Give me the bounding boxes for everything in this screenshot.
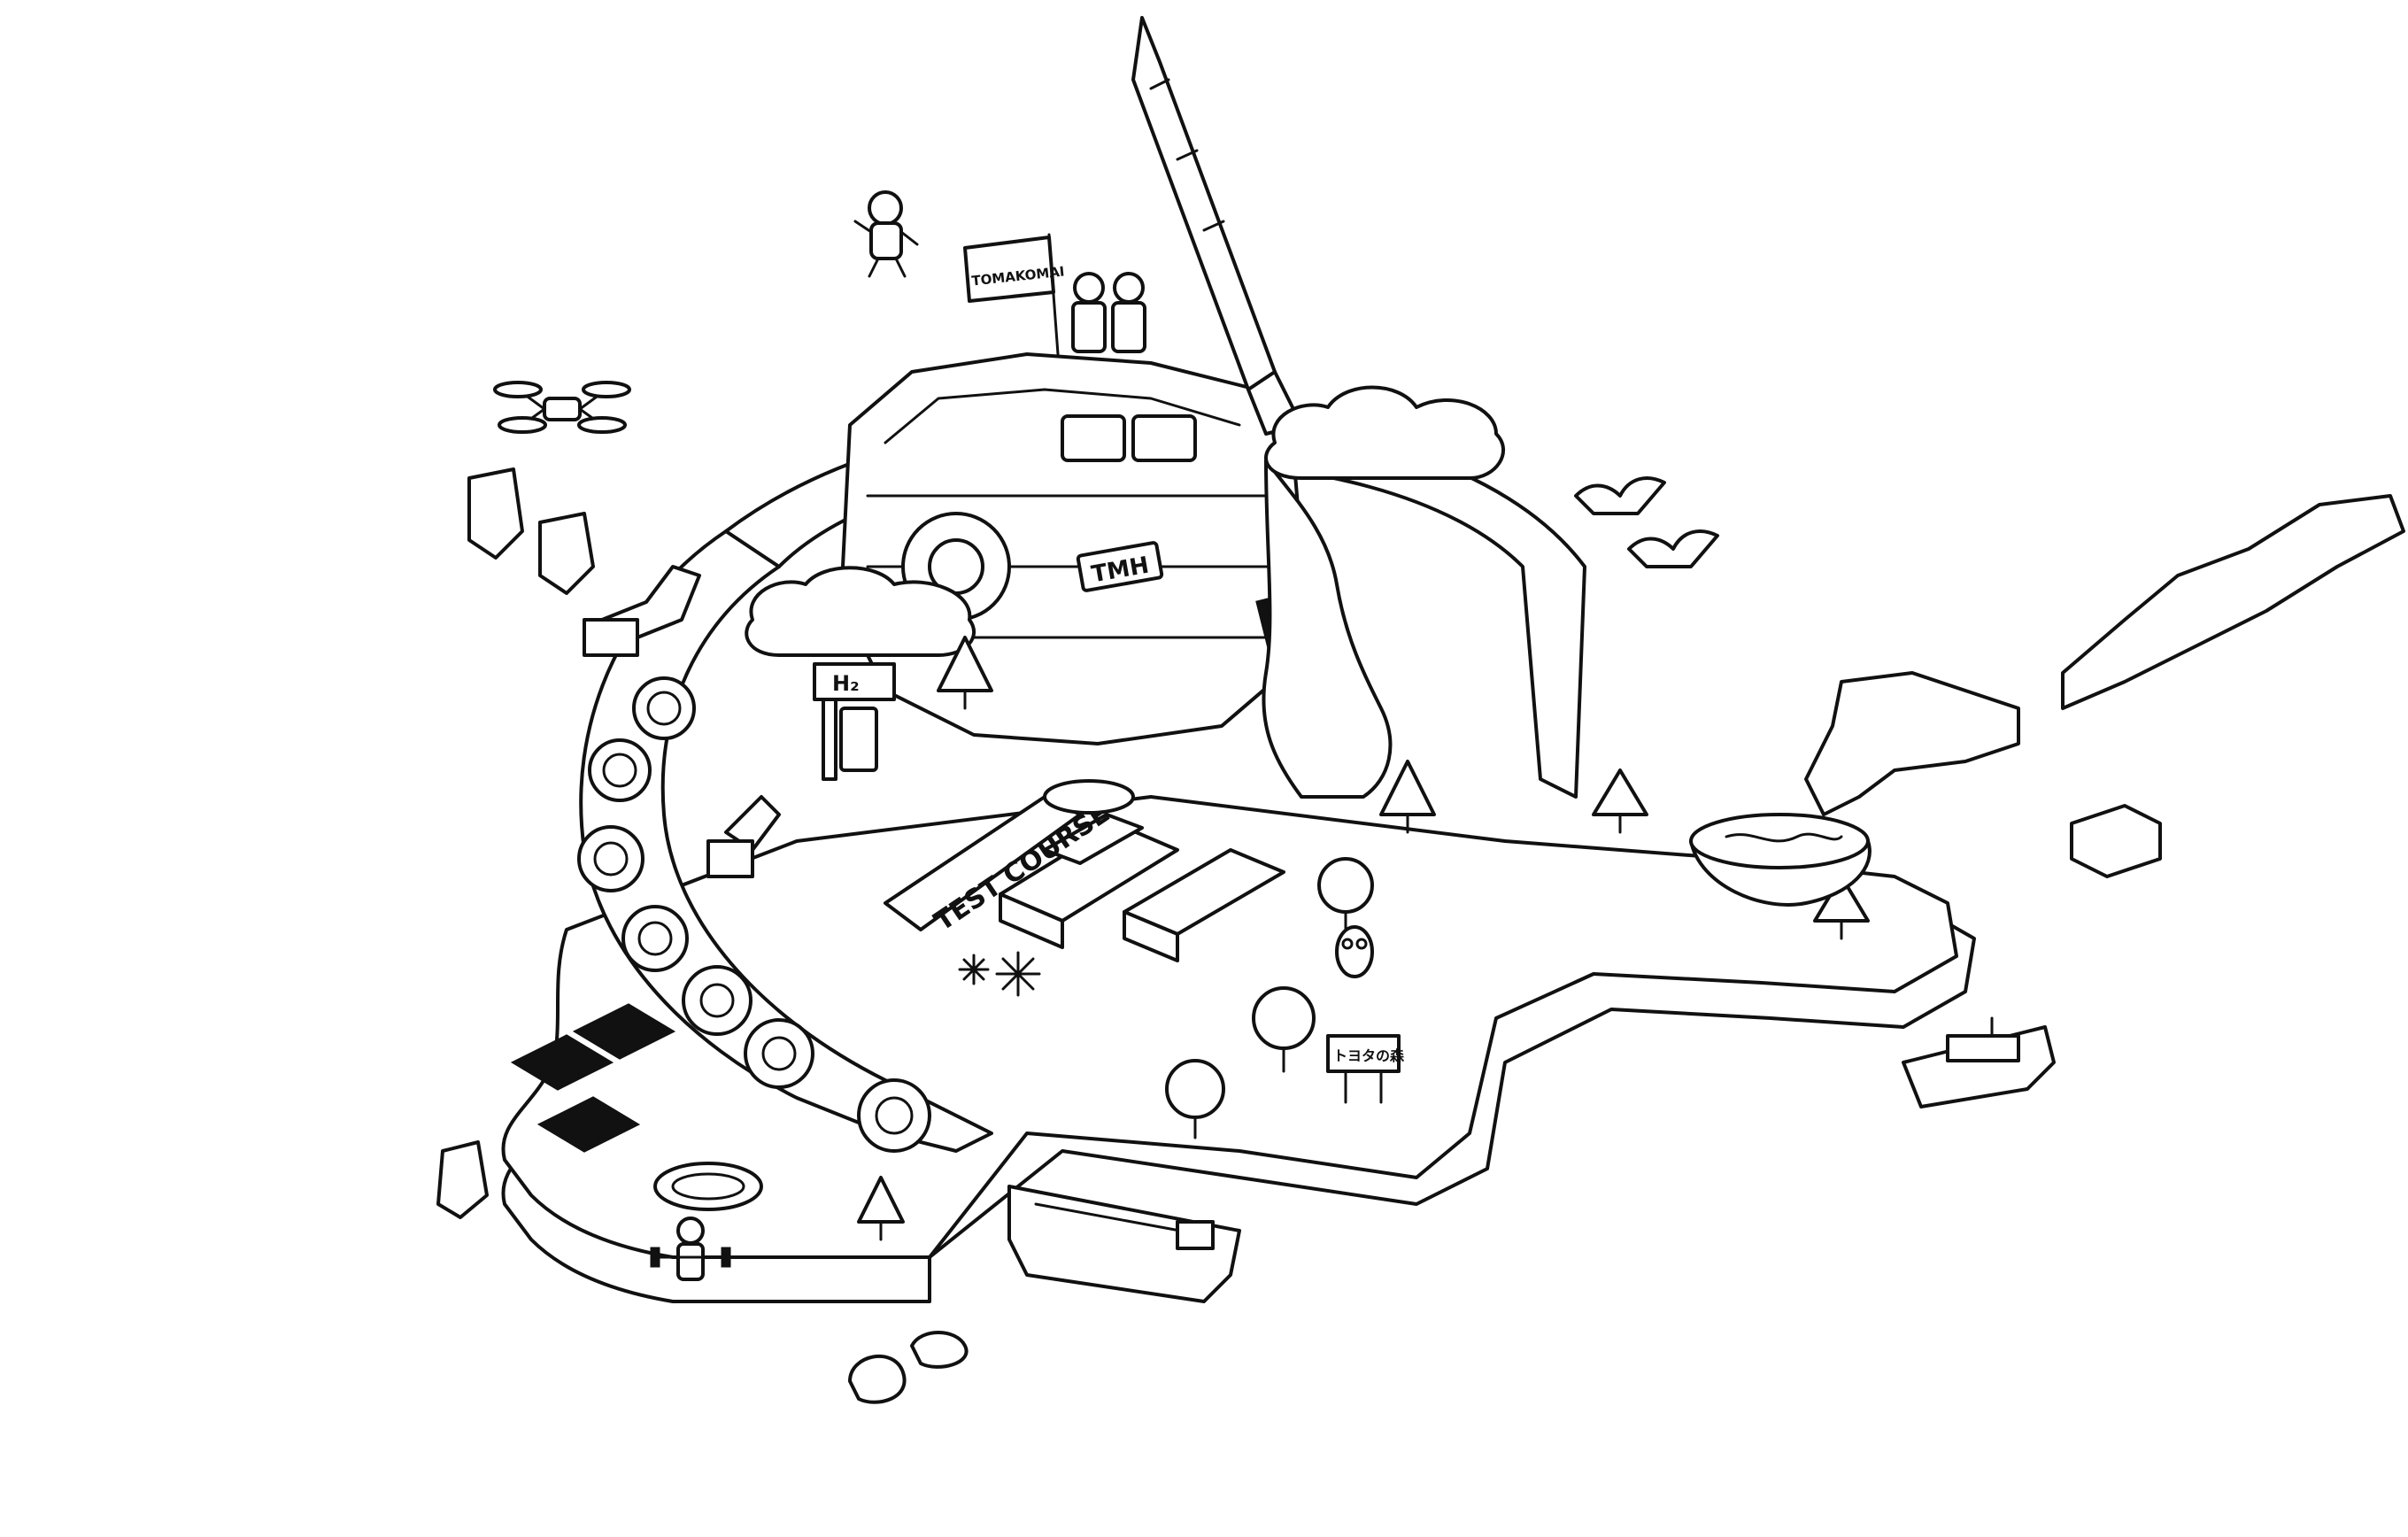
running-track-icon xyxy=(653,1162,763,1211)
cargo-ship-icon xyxy=(1007,1185,1241,1303)
weightlifter-icon xyxy=(650,1216,731,1281)
flag-icon: TOMAKOMAI xyxy=(963,233,1146,356)
factory-building-icon xyxy=(999,813,1285,962)
rocket-icon xyxy=(1131,16,1393,799)
bird-icon xyxy=(1574,476,1719,568)
owl-icon xyxy=(1335,925,1374,978)
astronaut-icon xyxy=(853,190,919,278)
fireworks-icon xyxy=(958,951,1041,997)
drone-icon xyxy=(493,381,631,434)
hydrogen-station-icon: H₂ xyxy=(813,662,896,781)
robot-arm-icon xyxy=(706,795,781,878)
robot-arm-icon xyxy=(583,565,701,657)
forest-sign: トヨタの森 xyxy=(1326,1034,1405,1104)
ramen-bowl-icon xyxy=(1689,813,1872,907)
tree-icon xyxy=(857,636,1870,1241)
forest-sign-label: トヨタの森 xyxy=(1333,1047,1405,1064)
engine-block-icon: TMH xyxy=(839,352,1303,745)
ferry-icon xyxy=(1902,1016,2056,1108)
clam-icon xyxy=(848,1331,969,1404)
eastern-islands xyxy=(1804,494,2405,878)
cloud-icon xyxy=(745,566,976,657)
hydrogen-sign-label: H₂ xyxy=(832,671,860,696)
transmission-gear-icon xyxy=(577,676,931,1153)
cloud-icon xyxy=(1264,385,1506,480)
offshore-islets xyxy=(436,467,595,1219)
solar-panel-icon xyxy=(510,1003,676,1153)
